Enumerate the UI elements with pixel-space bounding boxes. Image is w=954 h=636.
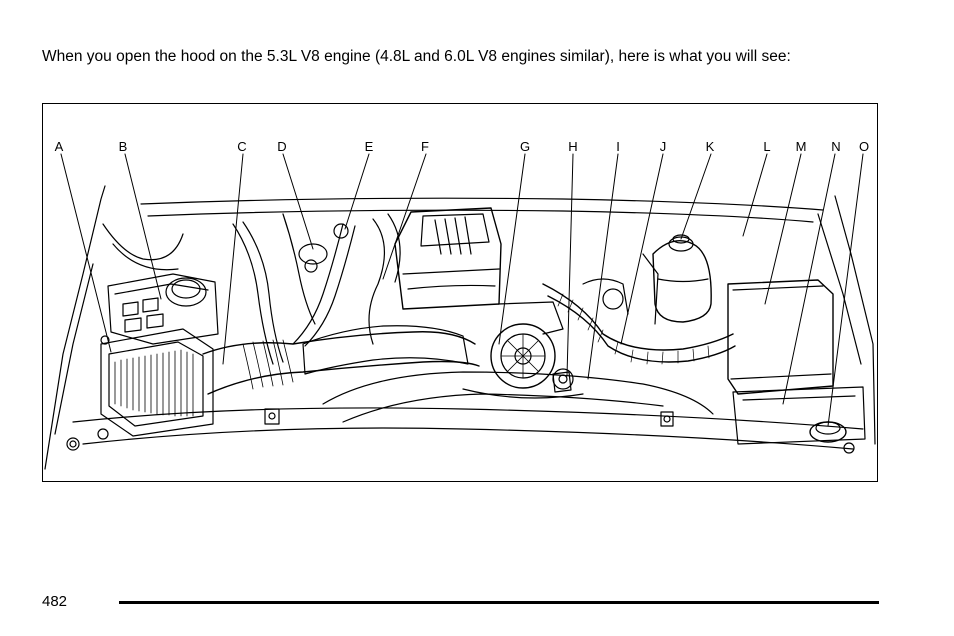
callout-h: H [568,139,578,154]
callout-f: F [421,139,429,154]
footer-rule [119,601,879,604]
callout-l: L [763,139,771,154]
callout-g: G [519,139,531,154]
callout-e: E [364,139,374,154]
page-number: 482 [42,593,68,610]
callout-o: O [858,139,870,154]
callout-n: N [831,139,841,154]
callout-j: J [659,139,667,154]
callout-b: B [118,139,128,154]
callout-d: D [277,139,287,154]
callout-c: C [237,139,247,154]
intro-paragraph: When you open the hood on the 5.3L V8 en… [42,48,791,65]
callout-a: A [54,139,64,154]
callout-m: M [795,139,807,154]
engine-illustration [44,153,876,470]
callout-i: I [616,139,620,154]
engine-compartment-figure: A B C D E F G H I J K L M N O [42,103,878,482]
callout-k: K [705,139,715,154]
